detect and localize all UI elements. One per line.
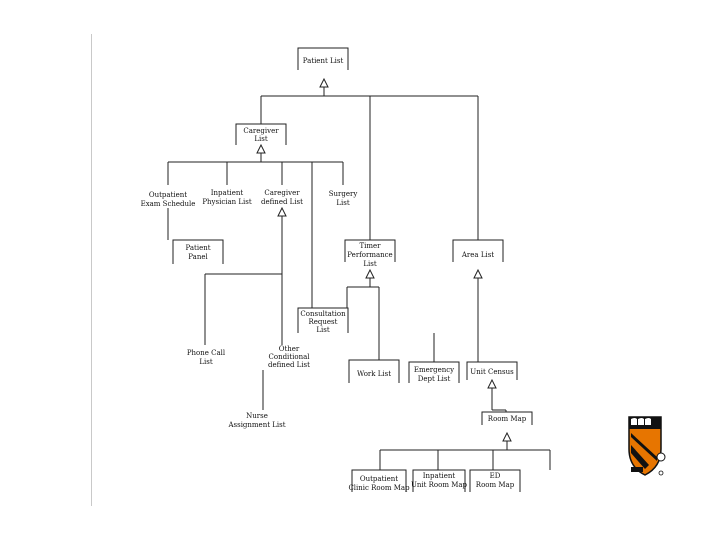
node-box <box>412 469 466 492</box>
node-caregiver-defined-list: defined List <box>261 198 303 206</box>
node-nurse-assignment-list: Assignment List <box>227 421 285 429</box>
node-outpatient-clinic-room-map: Outpatient <box>360 475 398 483</box>
inheritance-arrow <box>256 143 266 154</box>
node-box <box>466 361 518 380</box>
node-emergency-dept-list: Emergency <box>414 366 454 374</box>
node-box <box>351 469 407 492</box>
node-patient-panel: Patient <box>185 244 210 252</box>
node-phone-call-list: List <box>199 358 212 366</box>
node-consultation-request-list: Request <box>309 318 338 326</box>
node-room-map: Room Map <box>488 415 527 423</box>
node-box <box>348 359 400 383</box>
node-timer-performance-list: Performance <box>347 251 392 259</box>
node-caregiver-defined-list: Caregiver <box>264 189 300 197</box>
inheritance-arrow <box>502 431 512 442</box>
princeton-shield-logo <box>628 416 666 476</box>
node-ed-room-map: Room Map <box>476 481 515 489</box>
node-surgery-list: List <box>336 199 349 207</box>
inheritance-arrow <box>319 77 329 88</box>
node-unit-census: Unit Census <box>470 368 514 376</box>
node-consultation-request-list: Consultation <box>300 310 346 318</box>
node-surgery-list: Surgery <box>329 190 358 198</box>
node-ed-room-map: ED <box>490 472 501 480</box>
node-emergency-dept-list: Dept List <box>418 375 451 383</box>
node-outpatient-clinic-room-map: Clinic Room Map <box>348 484 410 492</box>
node-other-conditional-defined-list: Other <box>279 345 300 353</box>
node-timer-performance-list: Timer <box>359 242 381 250</box>
node-outpatient-exam-schedule: Exam Schedule <box>141 200 196 208</box>
node-box <box>469 469 521 492</box>
node-box <box>344 239 396 262</box>
node-inpatient-physician-list: Inpatient <box>211 189 244 197</box>
node-box <box>297 307 349 333</box>
node-box <box>408 361 460 383</box>
inheritance-arrow <box>277 206 287 217</box>
node-inpatient-unit-room-map: Unit Room Map <box>411 481 468 489</box>
node-patient-list: Patient List <box>303 57 344 65</box>
node-phone-call-list: Phone Call <box>187 349 226 357</box>
node-box <box>452 239 504 262</box>
node-other-conditional-defined-list: Conditional <box>269 353 311 361</box>
node-nurse-assignment-list: Nurse <box>246 412 268 420</box>
node-inpatient-unit-room-map: Inpatient <box>423 472 456 480</box>
node-outpatient-exam-schedule: Outpatient <box>149 191 187 199</box>
node-box <box>297 47 349 70</box>
inheritance-arrow <box>473 268 483 279</box>
node-box <box>235 123 287 145</box>
node-other-conditional-defined-list: defined List <box>268 361 310 369</box>
node-timer-performance-list: List <box>363 260 376 268</box>
node-caregiver-list: Caregiver <box>243 127 279 135</box>
node-work-list: Work List <box>357 370 391 378</box>
node-inpatient-physician-list: Physician List <box>202 198 252 206</box>
node-area-list: Area List <box>461 251 494 259</box>
left-rule <box>91 34 92 506</box>
inheritance-arrow <box>487 378 497 389</box>
node-caregiver-list: List <box>254 135 267 143</box>
node-patient-panel: Panel <box>188 253 208 261</box>
node-box <box>172 239 224 264</box>
node-box <box>481 411 533 425</box>
inheritance-arrow <box>365 268 375 279</box>
node-consultation-request-list: List <box>316 326 329 334</box>
